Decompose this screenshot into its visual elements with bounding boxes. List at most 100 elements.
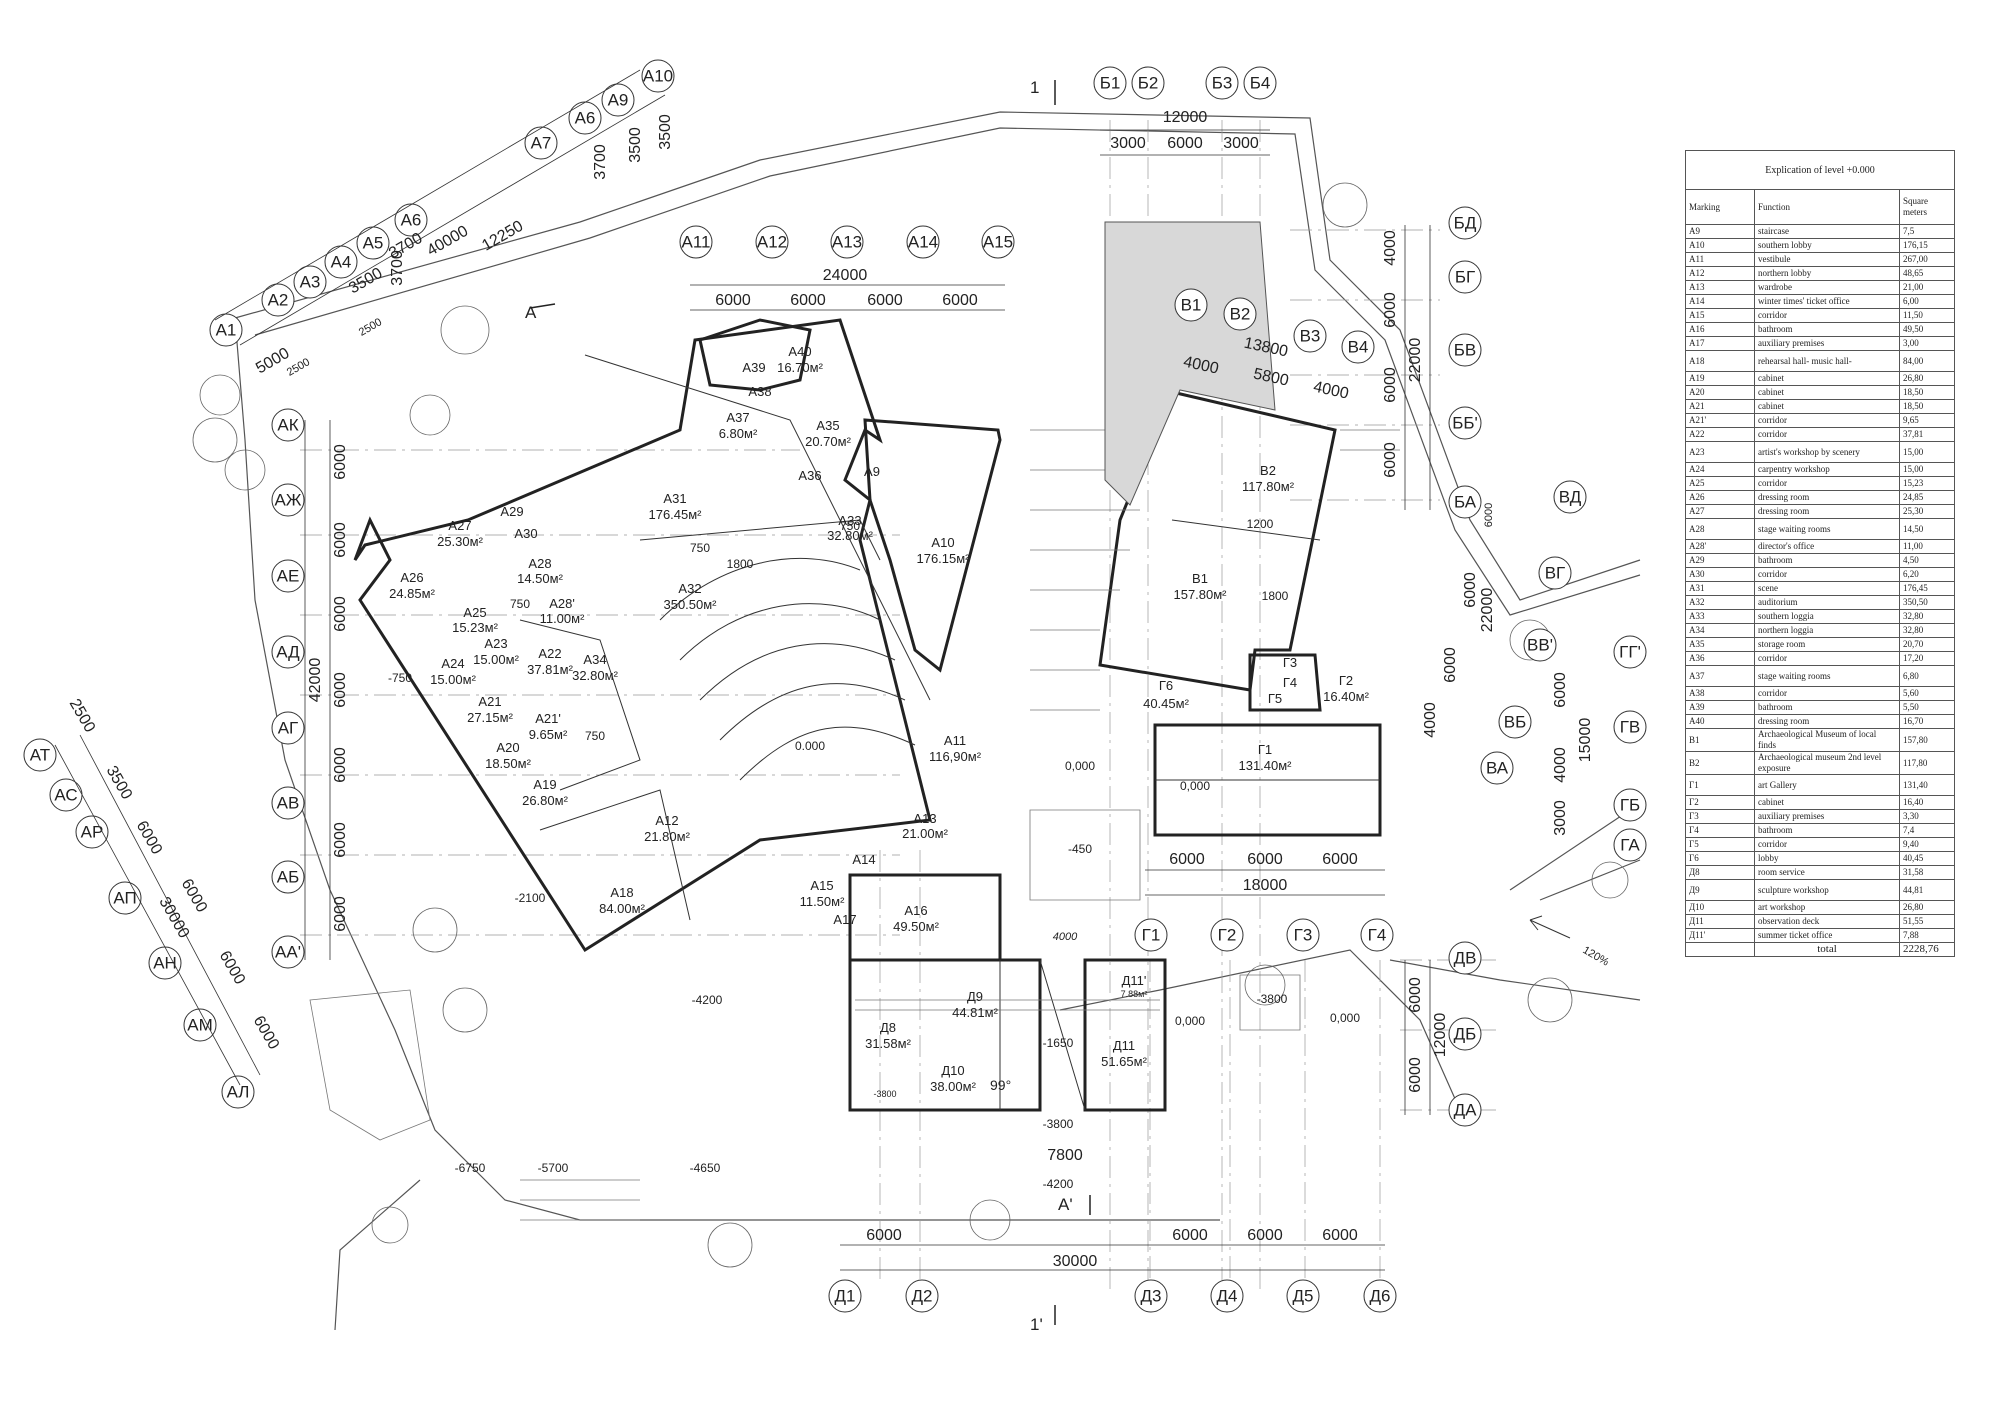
level-mark: -4200 [692,993,723,1007]
row-function: auxiliary premises [1754,336,1900,351]
row-marking: А40 [1685,714,1755,729]
room-id: А25 [463,605,486,620]
row-function: cabinet [1754,385,1900,400]
row-marking: А16 [1685,322,1755,337]
dim-label: 3000 [1552,800,1569,836]
level-mark: 0.000 [795,739,825,753]
room-area: 9.65м² [529,727,568,742]
row-marking: Д8 [1685,865,1755,880]
row-area: 16,70 [1899,714,1955,729]
row-area: 26,80 [1899,371,1955,386]
dim-label: 4000 [1422,702,1439,738]
explication-title: Explication of level +0.000 [1685,150,1955,190]
row-area: 7,5 [1899,224,1955,239]
axis-label: Г2 [1218,926,1237,945]
upper-level-overlay [1104,221,1276,506]
dim-label: 3700 [389,250,406,286]
row-area: 5,50 [1899,700,1955,715]
axis-label: Г1 [1142,926,1161,945]
dim-label: 18000 [1243,877,1288,894]
room-id: В1 [1192,571,1208,586]
axis-label: АР [81,823,104,842]
col-function: Function [1754,189,1900,225]
row-marking: А31 [1685,581,1755,596]
axis-label: БВ [1454,341,1477,360]
row-marking: В2 [1685,751,1755,775]
room-id: А40 [788,344,811,359]
axis-label: ГВ [1620,718,1641,737]
row-function: northern lobby [1754,266,1900,281]
row-area: 6,80 [1899,665,1955,687]
row-function: corridor [1754,413,1900,428]
room-id: А30 [514,526,537,541]
room-area: 24.85м² [389,586,435,601]
row-function: cabinet [1754,399,1900,414]
dim-label: 4000 [1312,379,1350,403]
dim-label: 30000 [155,894,192,941]
axis-label: А15 [983,233,1013,252]
row-marking: А10 [1685,238,1755,253]
row-marking: Г3 [1685,809,1755,824]
room-area: 38.00м² [930,1079,976,1094]
axis-label: ДБ [1454,1025,1477,1044]
row-area: 17,20 [1899,651,1955,666]
axis-label: АС [54,786,77,805]
axis-label: Д4 [1217,1287,1238,1306]
row-marking: А38 [1685,686,1755,701]
dim-label: 6000 [133,818,166,857]
room-id: А31 [663,491,686,506]
axis-label: А4 [331,253,352,272]
dim-label: 6000 [1407,1057,1424,1093]
dim-label: 2500 [357,316,384,339]
room-id: В2 [1260,463,1276,478]
row-area: 16,40 [1899,795,1955,810]
dim-label: 3000 [1223,135,1259,152]
row-area: 31,58 [1899,865,1955,880]
row-area: 11,50 [1899,308,1955,323]
dim-label: 4000 [1552,747,1569,783]
row-function: lobby [1754,851,1900,866]
row-area: 3,30 [1899,809,1955,824]
level-mark: -6750 [455,1161,486,1175]
room-id: А16 [904,903,927,918]
dim-label: 6000 [332,596,349,632]
axis-label: А6 [401,211,422,230]
axis-label: Д6 [1370,1287,1391,1306]
dim-label: 6000 [332,822,349,858]
axis-label: Д2 [912,1287,933,1306]
level-marks: 0,000 0.000 -450 -2100 -4200 -1650 -3800… [388,671,1360,1191]
row-area: 48,65 [1899,266,1955,281]
room-area: 7.88м² [1121,989,1148,999]
room-id: А24 [441,656,464,671]
axis-label: А3 [300,273,321,292]
row-marking: А36 [1685,651,1755,666]
level-mark: -750 [388,671,412,685]
row-function: rehearsal hall- music hall- [1754,350,1900,372]
section-marks [529,80,1091,1325]
room-area: 11.50м² [800,894,846,909]
row-function: winter times' ticket office [1754,294,1900,309]
axis-label: БА [1454,493,1477,512]
room-id: А21 [478,694,501,709]
row-function: corridor [1754,567,1900,582]
room-id: А33 [838,513,861,528]
row-marking: А34 [1685,623,1755,638]
dim-label: 4000 [1382,230,1399,266]
dim-label: 6000 [216,948,249,987]
level-mark: 0,000 [1330,1011,1360,1025]
section-mark-label: А [525,303,537,322]
room-id: А19 [533,777,556,792]
row-marking: А33 [1685,609,1755,624]
row-function: corridor [1754,476,1900,491]
row-function: storage room [1754,637,1900,652]
